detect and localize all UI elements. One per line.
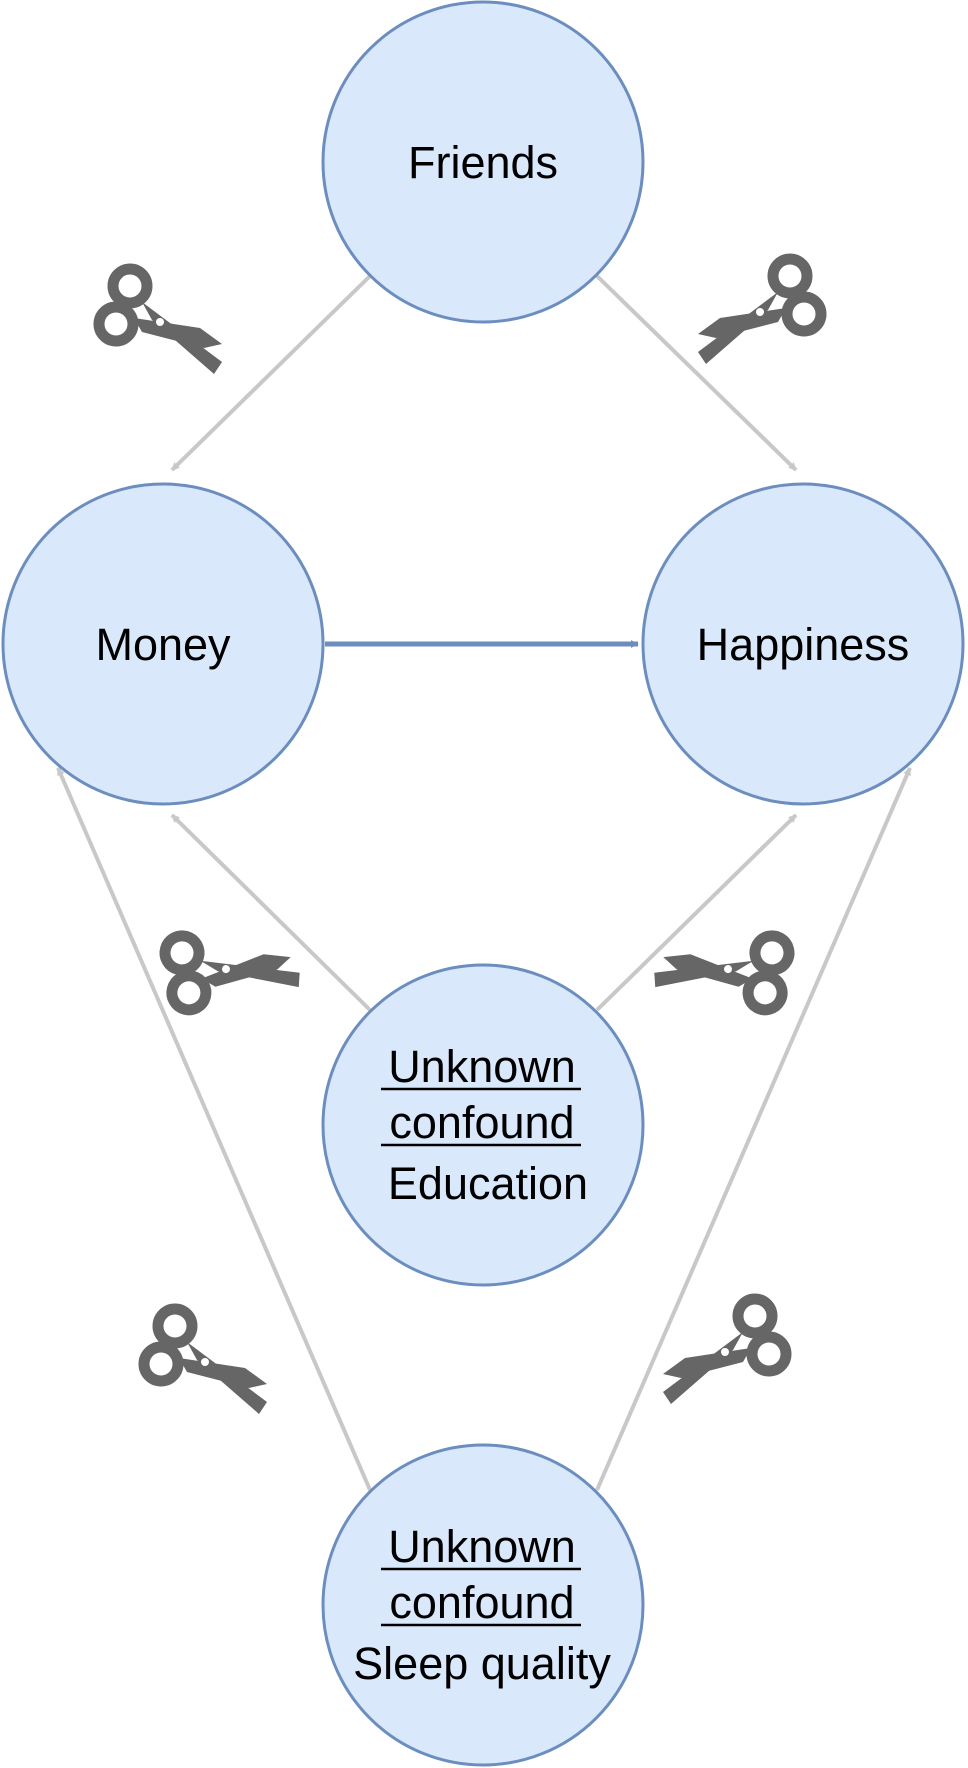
edge-education-happiness [595, 813, 798, 1012]
edge-education-money [170, 813, 372, 1012]
scissors-icon [663, 1299, 786, 1404]
node-sleep-quality: Unknown confound Sleep quality [321, 1443, 645, 1767]
node-happiness: Happiness [641, 482, 965, 806]
node-happiness-label: Happiness [697, 619, 910, 670]
node-friends: Friends [321, 0, 645, 324]
scissors-icon [99, 269, 222, 374]
scissors-icon [698, 259, 821, 364]
edge-sleep-happiness [595, 767, 912, 1491]
node-education: Unknown confound Education [321, 963, 645, 1287]
scissors-icon [648, 892, 807, 1044]
edge-sleep-money [56, 767, 372, 1491]
node-friends-label: Friends [408, 137, 558, 188]
node-education-label: Education [388, 1158, 588, 1209]
education-confound-text: confound [389, 1097, 574, 1148]
sleep-confound-text: confound [389, 1577, 574, 1628]
edge-friends-money [170, 274, 372, 472]
edge-friends-happiness [595, 274, 798, 472]
education-unknown-text: Unknown [388, 1041, 576, 1092]
node-money-label: Money [95, 619, 231, 670]
sleep-unknown-text: Unknown [388, 1521, 576, 1572]
node-money: Money [1, 482, 325, 806]
scissors-icon [147, 892, 306, 1044]
node-sleep-label: Sleep quality [353, 1638, 611, 1689]
scissors-icon [144, 1309, 267, 1414]
